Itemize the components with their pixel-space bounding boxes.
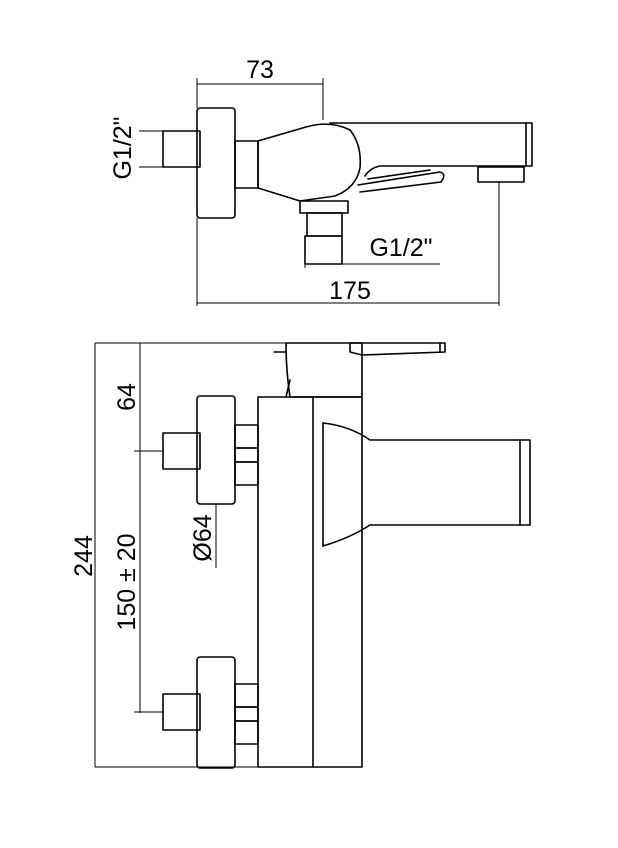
top-outlet-stub (304, 235, 343, 265)
dim-rosette-diameter: Ø64 (189, 514, 217, 561)
top-outlet-collar (299, 200, 349, 214)
dim-bottom-outlet-thread: G1/2" (369, 234, 432, 262)
dim-overall-length: 175 (329, 277, 371, 305)
top-spout (329, 122, 533, 177)
front-lower-nut-top (234, 683, 259, 708)
front-upper-inlet-stub (162, 432, 201, 470)
top-rosette (196, 107, 236, 219)
top-wall-connector (162, 130, 201, 168)
top-view: 73 G1/2" G1/2" 175 (109, 56, 533, 306)
top-lever (357, 171, 445, 193)
front-lower-inlet-stub (162, 693, 201, 731)
front-upper-nut-mid (234, 447, 259, 463)
front-cartridge-neck (285, 379, 291, 398)
front-upper-nut-top (234, 424, 259, 449)
front-mixer-body (257, 396, 363, 768)
front-lower-rosette (196, 656, 236, 769)
dim-top-width: 73 (246, 56, 274, 84)
front-view: 244 64 150 ± 20 Ø64 (70, 342, 531, 769)
front-upper-rosette (196, 395, 236, 505)
front-cartridge-housing (285, 342, 363, 398)
front-spout (322, 422, 531, 547)
top-hex-nut (234, 140, 259, 189)
front-upper-nut-bottom (234, 461, 259, 486)
dim-inlet-center-offset: 64 (113, 383, 141, 411)
dim-overall-height: 244 (70, 535, 98, 577)
dim-inlet-spacing: 150 ± 20 (113, 533, 141, 630)
dim-top-inlet-thread: G1/2" (109, 116, 137, 179)
top-lever-edge (367, 169, 431, 180)
front-lever (349, 342, 446, 356)
front-lower-nut-mid (234, 706, 259, 722)
top-mixer-body (257, 123, 362, 202)
top-aerator (477, 166, 525, 183)
top-outlet-hex (306, 212, 343, 237)
front-lower-nut-bottom (234, 720, 259, 745)
